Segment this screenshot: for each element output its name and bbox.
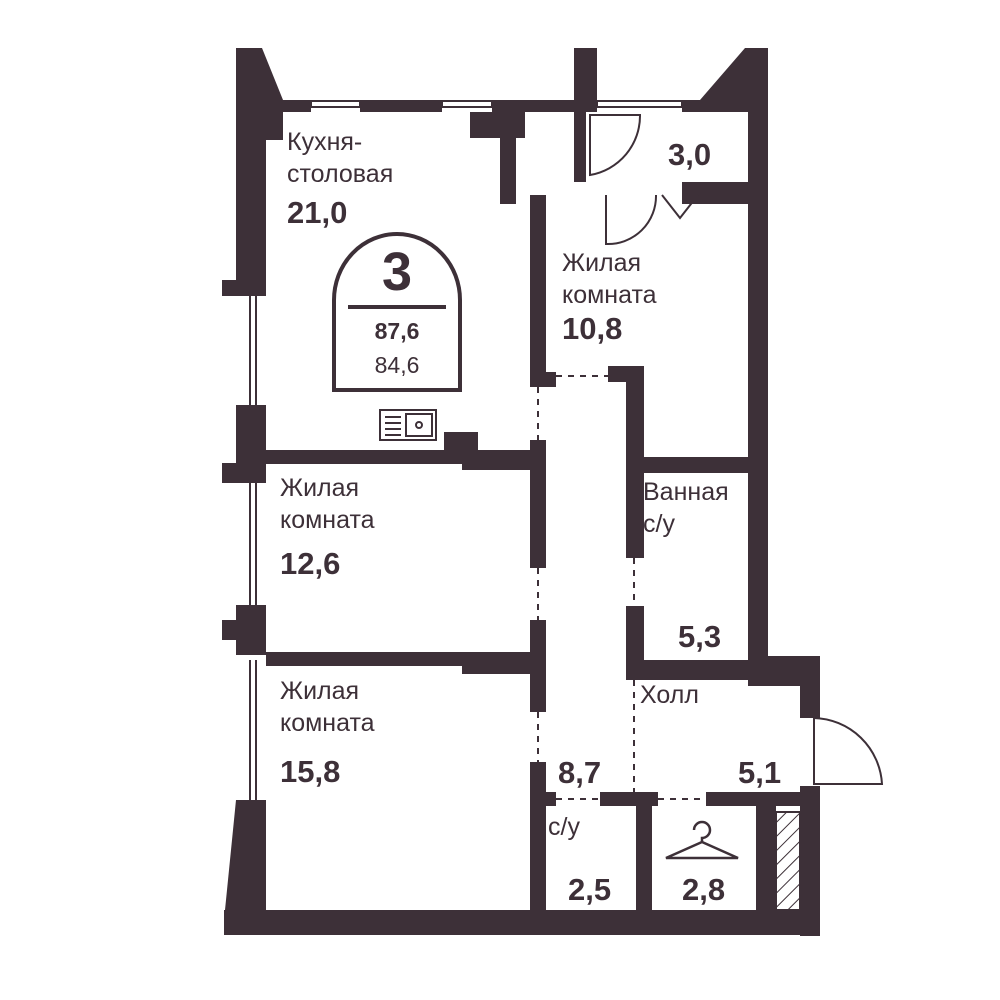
bedroom-middle-name-line2: комната: [280, 506, 375, 534]
bathroom-name-line2: с/у: [643, 510, 675, 538]
outer-wall-right-upper: [748, 182, 768, 660]
bedroom-divider-right: [462, 652, 546, 674]
sink-icon: [379, 409, 437, 441]
bath-wall-top: [626, 457, 768, 473]
openings: [537, 375, 706, 800]
bedroom-top-name-line1: Жилая: [562, 249, 642, 277]
outer-wall-left-1: [236, 112, 266, 282]
bedroom-divider: [266, 652, 466, 666]
badge-total-area: 87,6: [374, 318, 420, 344]
windows: [249, 100, 683, 800]
outer-wall-left-3: [236, 405, 266, 465]
outer-wall-stub-top: [574, 48, 597, 112]
outer-wall-top-2: [360, 100, 442, 112]
hall-name: Холл: [640, 681, 699, 709]
outer-wall-top-4: [682, 100, 712, 112]
corridor-wall-left-upper: [530, 195, 546, 387]
kitchen-bedroom-divider: [266, 450, 446, 464]
kitchen-name-line1: Кухня-: [287, 128, 363, 156]
kitchen-pillar: [470, 112, 525, 138]
bedroom-top-name-line2: комната: [562, 281, 657, 309]
outer-wall-top-3: [492, 100, 597, 112]
window-top-2: [441, 100, 493, 108]
wc-wall-top-left: [530, 792, 556, 806]
storage-door-2: [605, 194, 658, 246]
window-top-3: [596, 100, 683, 108]
bedroom-bottom-area: 15,8: [280, 754, 341, 789]
corridor-area: 8,7: [558, 755, 602, 790]
ventilation-shaft-hatch: [775, 811, 801, 911]
badge-living-area: 84,6: [374, 352, 420, 378]
bedroom-middle-area: 12,6: [280, 546, 341, 581]
bathroom-name-line1: Ванная: [643, 478, 729, 506]
corridor-wall-left-cap: [530, 372, 556, 387]
toilet-name: с/у: [548, 813, 580, 841]
bathroom-area: 5,3: [678, 619, 722, 654]
storage-door-3: [661, 194, 699, 220]
wardrobe-area: 2,8: [682, 872, 726, 907]
wardrobe-wall-top-right: [706, 792, 800, 806]
storage-area: 3,0: [668, 137, 712, 172]
corridor-wall-mid: [530, 440, 546, 568]
bedroom-bottom-name-line1: Жилая: [280, 677, 360, 705]
divider-right: [462, 450, 546, 470]
bath-wall-bottom: [626, 660, 768, 680]
bedroom-top-area: 10,8: [562, 311, 623, 346]
outer-wall-bottom: [224, 910, 819, 935]
storage-wall-bottom: [682, 182, 768, 204]
outer-wall-left-6: [222, 620, 266, 640]
walls: [222, 48, 820, 936]
storage-wall-left: [574, 112, 586, 182]
corridor-wall-bottom: [530, 762, 546, 912]
outer-wall-left-4: [222, 463, 266, 483]
hanger-icon: [665, 820, 739, 860]
outer-wall-left-2: [222, 280, 266, 296]
doors: [589, 114, 884, 785]
badge-room-count: 3: [381, 242, 413, 302]
outer-wall-corner-top-right: [700, 48, 768, 182]
entrance-door: [813, 717, 884, 785]
apartment-badge: [332, 232, 462, 392]
wc-wall-divider: [636, 792, 652, 922]
kitchen-area: 21,0: [287, 195, 348, 230]
outer-wall-top-1: [236, 100, 311, 112]
outer-wall-left-7: [224, 800, 266, 935]
kitchen-name-line2: столовая: [287, 160, 394, 188]
window-top-1: [310, 100, 361, 108]
kitchen-wall-stub: [500, 112, 516, 204]
shaft-wall-left: [756, 792, 776, 922]
corridor-wall-lower: [530, 620, 546, 712]
toilet-area: 2,5: [568, 872, 612, 907]
outer-wall-right-lower: [800, 786, 820, 936]
outer-wall-right-hall: [800, 656, 820, 718]
storage-door: [589, 114, 642, 177]
hall-area: 5,1: [738, 755, 782, 790]
bedroom-middle-name-line1: Жилая: [280, 474, 360, 502]
bedroom-bottom-name-line2: комната: [280, 709, 375, 737]
